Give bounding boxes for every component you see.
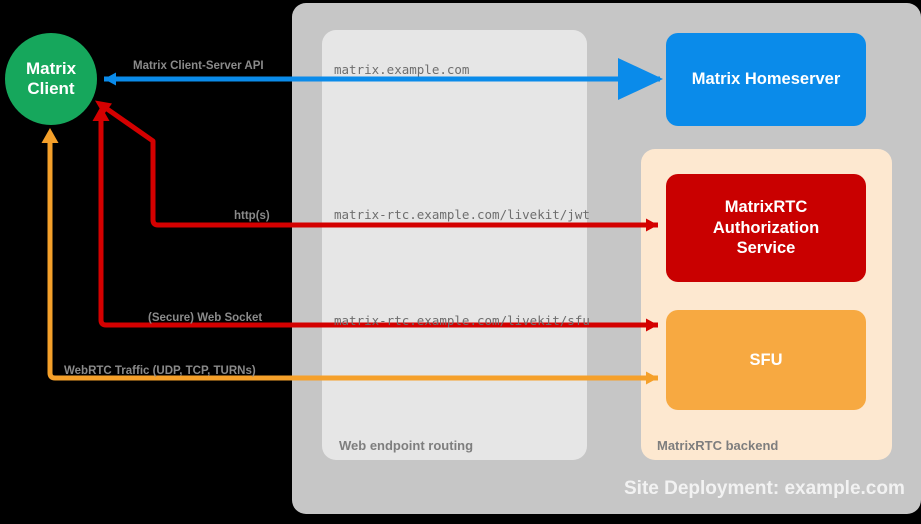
node-matrix-client[interactable]: Matrix Client bbox=[5, 33, 97, 125]
node-sfu[interactable]: SFU bbox=[666, 310, 866, 410]
caption-site-deployment: Site Deployment: example.com bbox=[624, 478, 905, 499]
node-matrixrtc-authorization-service[interactable]: MatrixRTC Authorization Service bbox=[666, 174, 866, 282]
endpoint-url-livekit-jwt: matrix-rtc.example.com/livekit/jwt bbox=[334, 207, 590, 222]
caption-web-endpoint-routing: Web endpoint routing bbox=[339, 438, 474, 453]
node-matrix-homeserver[interactable]: Matrix Homeserver bbox=[666, 33, 866, 126]
endpoint-url-matrix: matrix.example.com bbox=[334, 62, 470, 77]
matrix-client-label-line2: Client bbox=[27, 79, 75, 98]
auth-label-line2: Authorization bbox=[712, 218, 820, 237]
auth-label-line3: Service bbox=[736, 239, 796, 258]
sfu-label: SFU bbox=[749, 350, 783, 369]
caption-matrixrtc-backend: MatrixRTC backend bbox=[657, 438, 779, 453]
matrix-homeserver-label: Matrix Homeserver bbox=[691, 70, 841, 88]
auth-label-line1: MatrixRTC bbox=[724, 198, 808, 217]
web-endpoint-routing-container bbox=[322, 30, 587, 460]
endpoint-url-livekit-sfu: matrix-rtc.example.com/livekit/sfu bbox=[334, 313, 590, 328]
edge-label-matrix-client-server-api: Matrix Client-Server API bbox=[133, 60, 264, 72]
matrix-client-label-line1: Matrix bbox=[25, 59, 77, 79]
edge-label-https: http(s) bbox=[234, 210, 270, 222]
edge-label-webrtc-traffic: WebRTC Traffic (UDP, TCP, TURNs) bbox=[64, 365, 256, 377]
edge-label-secure-web-socket: (Secure) Web Socket bbox=[148, 312, 263, 324]
